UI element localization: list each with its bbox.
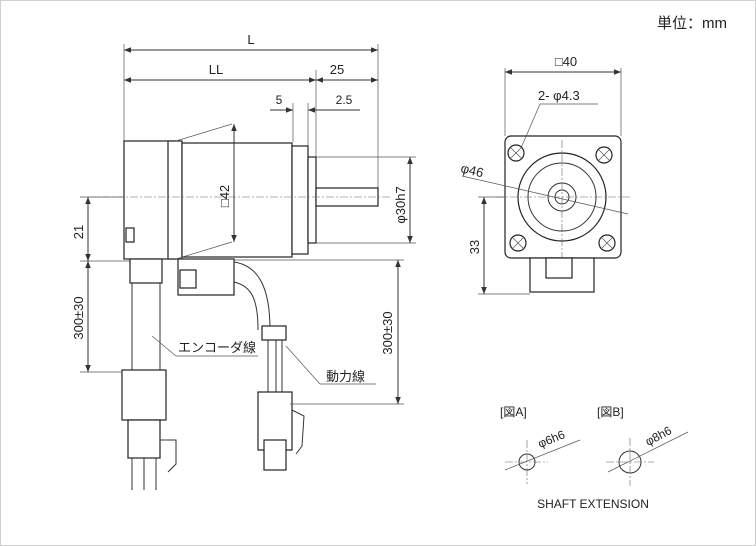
fig-a-label: [図A]: [500, 405, 527, 419]
dim-LL: LL: [209, 62, 223, 77]
label-power-cable: 動力線: [326, 369, 365, 384]
dim-21: 21: [71, 225, 86, 239]
unit-label: 単位：mm: [657, 15, 727, 32]
fig-b-label: [図B]: [597, 405, 624, 419]
front-view: □40 2- φ4.3 φ46 33: [459, 54, 632, 295]
motor-body: [181, 142, 293, 258]
dim-33: 33: [467, 240, 482, 254]
encoder-cable-gland: [129, 258, 163, 284]
encoder-housing: [123, 140, 177, 260]
dim-2-5: 2.5: [336, 93, 353, 107]
fig-b-dia: φ8h6: [643, 423, 674, 449]
side-view: L LL 25 5 2.5 □42 φ30h7: [71, 32, 416, 490]
encoder-connector: [121, 369, 167, 421]
dim-sq42: □42: [217, 185, 232, 207]
power-cable: [233, 261, 271, 331]
dim-holes: 2- φ4.3: [538, 88, 580, 103]
dim-L: L: [247, 32, 254, 47]
label-encoder-cable: エンコーダ線: [178, 340, 256, 355]
motor-flange: [291, 145, 309, 255]
dim-sq40: □40: [555, 54, 577, 69]
dim-shaft-dia: φ30h7: [393, 186, 408, 223]
dim-5: 5: [276, 93, 283, 107]
dim-dia46: φ46: [459, 160, 485, 180]
dim-cable-right: 300±30: [380, 311, 395, 354]
dim-cable-left: 300±30: [71, 296, 86, 339]
shaft-extension-title: SHAFT EXTENSION: [537, 497, 649, 511]
shaft-extension: [図A] [図B] φ6h6 φ8h6 SHAFT EXTENSION: [500, 405, 689, 511]
dim-25: 25: [330, 62, 344, 77]
